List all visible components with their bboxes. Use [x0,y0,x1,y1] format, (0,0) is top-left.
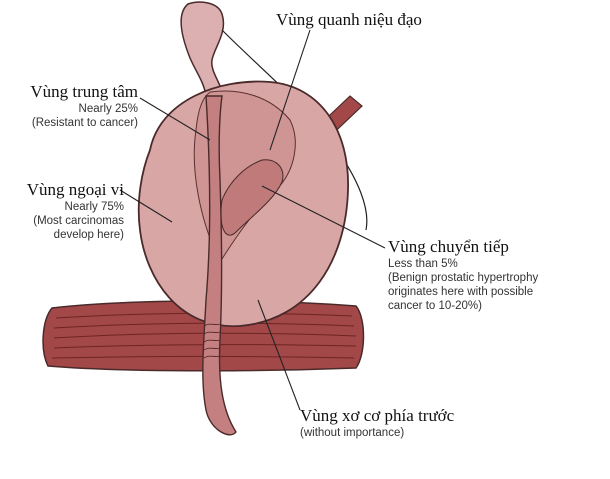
peripheral-zone-note-line1: (Most carcinomas [33,215,124,227]
leader-lines [119,29,386,411]
peripheral-zone-annotation: Vùng ngoại vi Nearly 75% (Most carcinoma… [0,180,124,242]
transition-zone-percent: Less than 5% [388,258,458,270]
transition-zone-note-line2: originates here with possible [388,286,534,298]
bladder-neck [180,1,225,97]
central-zone-label: Vùng trung tâm [30,82,138,101]
urethra [202,95,237,436]
anterior-zone-annotation: Vùng xơ cơ phía trước (without importanc… [300,406,454,440]
transition-zone-label: Vùng chuyển tiếp [388,237,509,256]
periurethral-zone-label: Vùng quanh niệu đạo [276,10,422,29]
peripheral-zone-percent: Nearly 75% [64,201,124,213]
peripheral-zone-note-line2: develop here) [53,229,124,241]
transition-zone-annotation: Vùng chuyển tiếp Less than 5% (Benign pr… [388,237,538,313]
peripheral-zone-label: Vùng ngoại vi [26,180,124,199]
anterior-zone-label: Vùng xơ cơ phía trước [300,406,455,425]
central-zone-percent: Nearly 25% [78,103,138,115]
central-zone-annotation: Vùng trung tâm Nearly 25% (Resistant to … [0,82,138,130]
urethra-folds [203,323,221,359]
anterior-zone-note: (without importance) [300,427,405,439]
transition-zone-note-line1: (Benign prostatic hypertrophy [388,272,539,284]
transition-zone-note-line3: cancer to 10-20%) [388,300,482,312]
transition-zone [220,159,284,236]
central-zone-note: (Resistant to cancer) [31,117,138,129]
